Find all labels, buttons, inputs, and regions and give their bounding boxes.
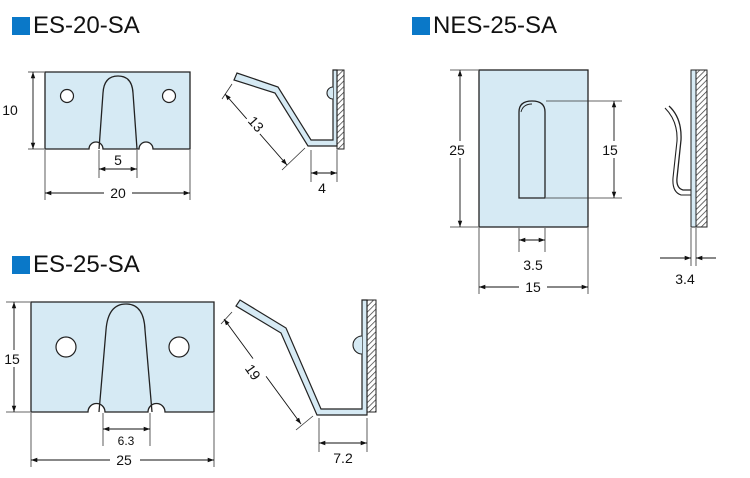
nes-25-sa-dim-slot: 3.5 (523, 257, 543, 273)
es-25-sa-front-view (6, 301, 215, 467)
nes-25-sa-front-view (450, 69, 622, 294)
title-marker-square (12, 17, 30, 35)
es-20-sa-hole-left (59, 88, 75, 104)
es-20-sa-hole-right (161, 88, 177, 104)
es-20-sa-front-view (28, 71, 191, 200)
es-20-sa-dim-width: 20 (110, 185, 126, 201)
es-20-sa-dim-slot: 5 (114, 152, 122, 168)
es-20-sa-dim-height: 10 (2, 102, 18, 118)
es-20-sa-tab-bump (326, 86, 334, 100)
nes-25-sa-wall-hatch (695, 69, 708, 228)
es-20-sa-clip-profile (233, 69, 338, 147)
part-title-es-25-sa: ES-25-SA (12, 251, 140, 279)
es-25-sa-clip-profile (235, 299, 368, 416)
nes-25-sa-dim-height: 25 (449, 142, 465, 158)
nes-25-sa-side-view (660, 69, 716, 266)
es-25-sa-hole-left (55, 336, 77, 358)
es-20-sa-dim-slant: 13 (245, 113, 267, 135)
es-20-sa-side-view (221, 69, 345, 182)
part-title-text: NES-25-SA (433, 12, 558, 39)
part-title-nes-25-sa: NES-25-SA (412, 12, 557, 40)
nes-25-sa-spring-profile (668, 105, 691, 191)
es-25-sa-tongue (98, 303, 153, 413)
es-20-sa-plate (44, 71, 191, 150)
es-25-sa-hole-right (168, 336, 190, 358)
es-25-sa-dim-slot: 6.3 (118, 434, 135, 448)
nes-25-sa-dim-depth: 3.4 (675, 271, 695, 287)
nes-25-sa-dim-slot-len: 15 (602, 142, 618, 158)
nes-25-sa-base-strip (690, 69, 697, 228)
es-25-sa-dim-width: 25 (116, 452, 132, 468)
es-25-sa-side-view (220, 299, 377, 452)
title-marker-square (412, 17, 430, 35)
es-25-sa-dim-depth: 7.2 (333, 450, 353, 466)
es-25-sa-wall-hatch (366, 299, 377, 413)
part-title-es-20-sa: ES-20-SA (12, 12, 140, 40)
es-20-sa-tongue (98, 75, 138, 150)
nes-25-sa-tongue (518, 100, 546, 199)
es-25-sa-dim-height: 15 (4, 351, 20, 367)
es-20-sa-dim-depth: 4 (318, 180, 326, 196)
title-marker-square (12, 256, 30, 274)
part-title-text: ES-25-SA (33, 251, 140, 278)
nes-25-sa-dim-width: 15 (525, 279, 541, 295)
part-title-text: ES-20-SA (33, 12, 140, 39)
es-25-sa-plate (30, 301, 215, 413)
es-20-sa-wall-hatch (336, 69, 345, 150)
es-25-sa-tab-bump (352, 335, 363, 355)
